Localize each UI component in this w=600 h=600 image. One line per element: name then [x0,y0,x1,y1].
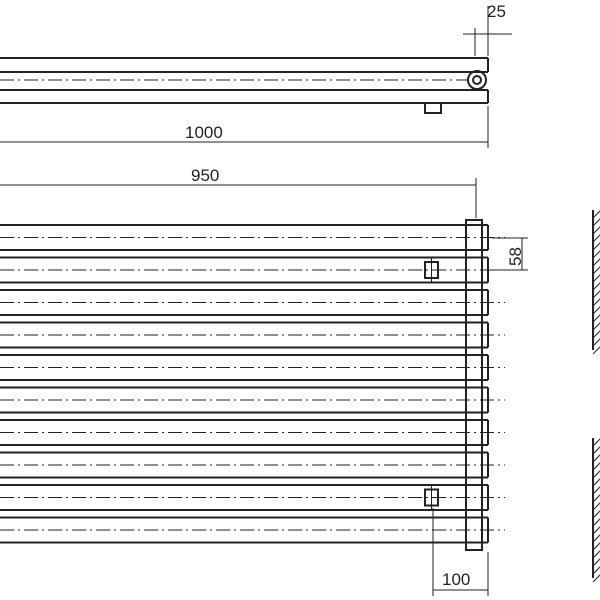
front-view-collector [465,219,483,551]
top-view: 25 1000 [0,2,512,148]
hatch-stroke [592,502,600,511]
tube-8 [0,451,505,479]
tube-1 [0,224,505,251]
hatch-stroke [592,226,600,235]
hatch-stroke [592,290,600,299]
hatch-stroke [592,470,600,479]
hatch-stroke [592,558,600,567]
top-view-collector-circle [467,70,487,90]
hatch-stroke [592,322,600,331]
hatch-stroke [592,534,600,543]
hatch-stroke [592,306,600,315]
hatch-stroke [592,314,600,323]
wall-bracket-lower [592,438,600,583]
tube-6 [0,386,505,414]
hatch-stroke [592,250,600,259]
tube-3 [0,289,505,316]
tube-9 [0,484,505,511]
hatch-stroke [592,282,600,291]
hatch-stroke [592,478,600,487]
tube-2 [0,256,505,284]
dim-100-label: 100 [442,570,470,589]
tube-5 [0,354,505,381]
hatch-stroke [592,510,600,519]
dim-950-label: 950 [191,166,219,185]
wall-hatch-lower [592,438,600,583]
wall-hatch-upper [592,210,600,355]
hatch-stroke [592,494,600,503]
hatch-stroke [592,346,600,355]
hatch-stroke [592,550,600,559]
hatch-stroke [592,298,600,307]
hatch-stroke [592,258,600,267]
hatch-stroke [592,218,600,227]
dim-1000-label: 1000 [185,123,223,142]
hatch-stroke [592,526,600,535]
hatch-stroke [592,454,600,463]
top-view-collector-inner [472,75,482,85]
dim-58-label: 58 [506,247,525,266]
front-view-tubes [0,224,505,544]
tube-4 [0,321,505,349]
hatch-stroke [592,274,600,283]
tube-10 [0,516,505,544]
hatch-stroke [592,330,600,339]
hatch-stroke [592,438,600,447]
tube-7 [0,419,505,446]
hatch-stroke [592,446,600,455]
wall-bracket-upper [592,210,600,355]
hatch-stroke [592,542,600,551]
hatch-stroke [592,242,600,251]
hatch-stroke [592,486,600,495]
hatch-stroke [592,566,600,575]
collector-bar [465,219,483,551]
hatch-stroke [592,210,600,219]
hatch-stroke [592,338,600,347]
dim-25-label: 25 [487,2,506,21]
dim-100: 100 [432,508,489,596]
hatch-stroke [592,518,600,527]
hatch-stroke [592,462,600,471]
hatch-stroke [592,266,600,275]
dim-58: 58 [492,237,528,271]
dim-950: 950 [0,166,477,218]
hatch-stroke [592,234,600,243]
top-view-valve-stub [424,102,442,114]
hatch-stroke [592,574,600,583]
